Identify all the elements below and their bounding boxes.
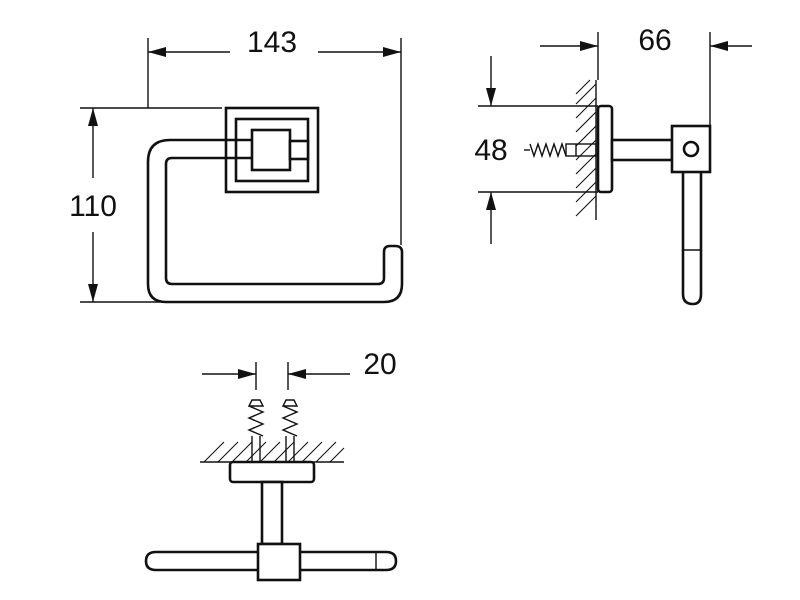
dimension-depth: 66 — [540, 24, 752, 125]
dimension-width-label: 143 — [247, 26, 297, 59]
dimension-width: 143 — [147, 26, 402, 245]
dimension-screw-spacing-label: 20 — [363, 348, 396, 381]
screw-side — [524, 141, 597, 159]
dimension-height-label: 110 — [69, 190, 117, 223]
top-view: 20 — [144, 348, 398, 582]
holder-side — [596, 104, 712, 306]
wall-hatch-side — [575, 79, 597, 220]
side-view: 66 48 — [474, 24, 752, 306]
dimension-depth-label: 66 — [638, 24, 671, 57]
holder-front — [146, 106, 404, 304]
front-view: 143 110 — [69, 26, 404, 304]
screws-top — [247, 399, 299, 463]
wall-hatch-top — [200, 441, 345, 463]
dimension-screw-spacing: 20 — [202, 348, 397, 390]
dimension-mount-height-label: 48 — [474, 134, 507, 167]
dimension-height: 110 — [69, 107, 222, 303]
holder-top — [144, 460, 398, 582]
dimension-mount-height: 48 — [474, 56, 598, 244]
